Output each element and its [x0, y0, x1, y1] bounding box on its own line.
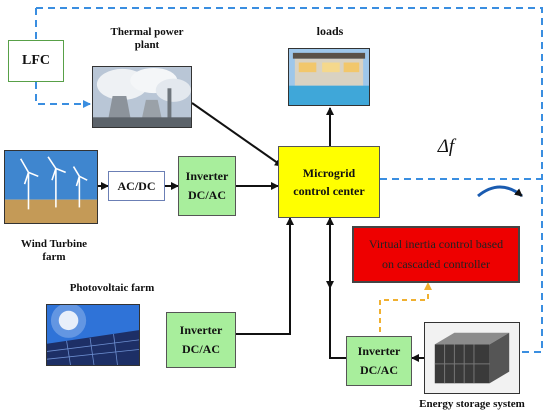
microgrid-control-center: Microgrid control center	[278, 146, 380, 218]
storage-to-virtual-link	[379, 282, 432, 350]
loads-image	[288, 48, 370, 106]
inverter-wind-line2: DC/AC	[188, 188, 226, 202]
loads-label: loads	[316, 24, 344, 38]
inverter-pv-line2: DC/AC	[182, 342, 220, 356]
thermal-plant-image	[92, 66, 192, 128]
control-center-line1: Microgrid	[302, 166, 356, 180]
frequency-feedback-loop	[35, 7, 543, 353]
control-center-line2: control center	[293, 184, 365, 198]
lfc-label: LFC	[22, 53, 50, 68]
inverter-storage: Inverter DC/AC	[346, 336, 412, 386]
lfc-box: LFC	[8, 40, 64, 82]
inverter-wind-line1: Inverter	[185, 168, 229, 183]
virtual-inertia-controller: Virtual inertia control based on cascade…	[352, 226, 520, 283]
wind-label: Wind Turbine farm	[20, 238, 88, 264]
inverter-storage-line2: DC/AC	[360, 363, 398, 377]
inverter-storage-line1: Inverter	[357, 343, 401, 358]
acdc-converter: AC/DC	[108, 171, 165, 201]
inverter-pv-line1: Inverter	[179, 322, 223, 337]
thermal-label: Thermal power plant	[110, 26, 184, 52]
inverter-wind: Inverter DC/AC	[178, 156, 236, 216]
virtual-inertia-line2: on cascaded controller	[382, 256, 490, 271]
pv-farm-image	[46, 304, 140, 366]
storage-label: Energy storage system	[419, 398, 525, 410]
acdc-label: AC/DC	[117, 178, 156, 193]
inverter-pv: Inverter DC/AC	[166, 312, 236, 368]
delta-f-symbol: Δf	[437, 136, 455, 157]
rotation-arrow-icon	[477, 185, 523, 198]
energy-storage-image	[424, 322, 520, 394]
virtual-inertia-line1: Virtual inertia control based	[368, 237, 504, 252]
pv-label: Photovoltaic farm	[69, 282, 155, 294]
wind-farm-image	[4, 150, 98, 224]
